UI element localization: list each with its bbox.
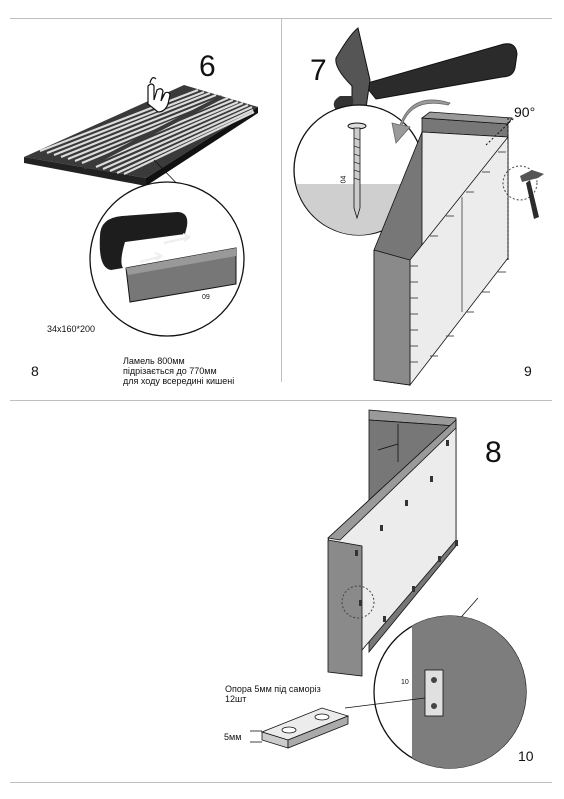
support-bracket-detail	[424, 669, 444, 717]
slat-note-line1: Ламель 800мм	[123, 356, 185, 366]
step-number-8: 8	[485, 436, 502, 469]
support-block	[250, 707, 350, 749]
thickness-label: 5мм	[224, 732, 242, 742]
side-panel	[373, 111, 538, 387]
center-divider	[281, 18, 282, 382]
support-label-line1: Опора 5мм під саморіз	[225, 684, 321, 694]
page-number-left: 8	[31, 363, 39, 379]
nail-label: 04	[340, 175, 348, 184]
support-label-line2: 12шт	[225, 694, 247, 704]
dimension-text: 34x160*200	[47, 324, 96, 334]
hand-press-icon	[147, 77, 171, 113]
middle-rule	[10, 400, 552, 401]
step-number-7: 7	[310, 54, 327, 87]
page-number-bottom: 10	[518, 748, 534, 764]
angle-label: 90°	[514, 104, 536, 120]
bracket-code: 10	[401, 679, 409, 686]
slat-note-line2: підрізається до 770мм	[123, 366, 217, 376]
page-number-right: 9	[524, 363, 532, 379]
callout-code: 09	[202, 294, 210, 301]
nail-icon	[347, 122, 367, 220]
panel-section	[412, 615, 527, 769]
bottom-side-panel	[327, 409, 458, 677]
rotate-arrow-icon	[391, 99, 451, 144]
small-hammer-icon	[520, 170, 544, 219]
step-number-6: 6	[199, 50, 216, 83]
slat-holder-detail	[99, 212, 237, 303]
slat-note-line3: для ходу всередині кишені	[123, 376, 235, 386]
hammer-icon	[333, 27, 518, 113]
bed-slat-frame	[24, 85, 258, 186]
support-leader	[344, 697, 426, 709]
bottom-rule	[10, 782, 552, 783]
